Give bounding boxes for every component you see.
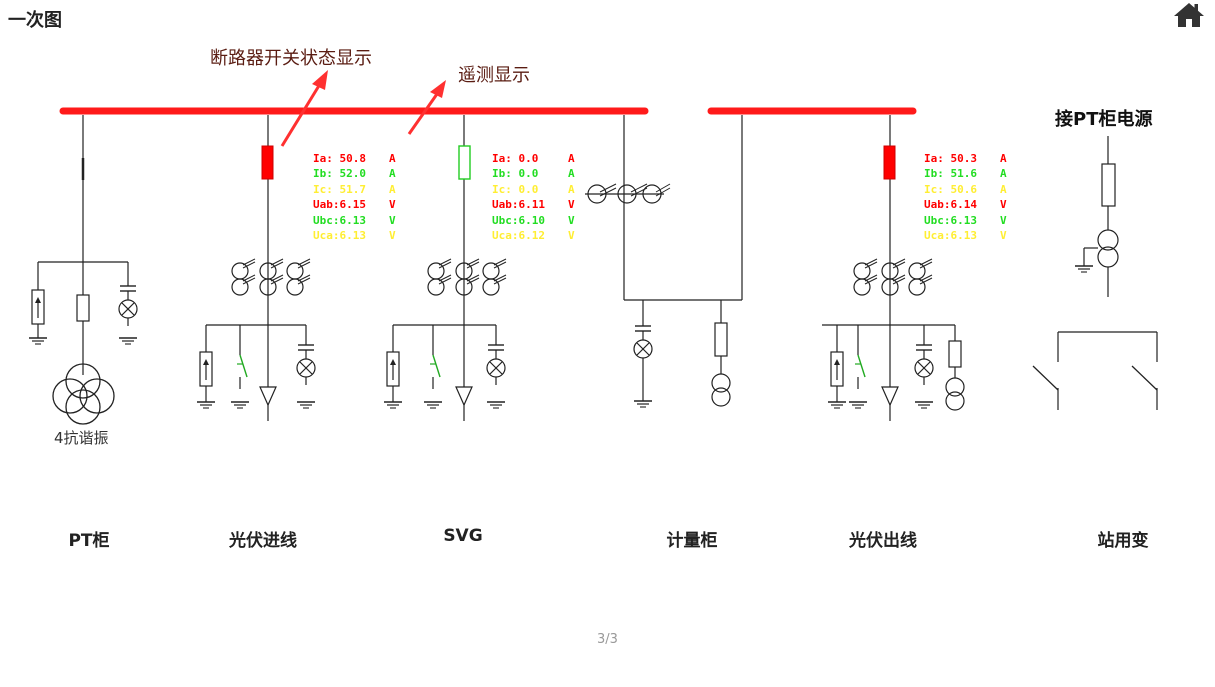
- meas-ic: Ic: 0.0: [492, 182, 539, 196]
- meas-ic-unit: A: [1000, 182, 1007, 196]
- home-icon[interactable]: [1172, 0, 1206, 30]
- meas-ia-unit: A: [1000, 152, 1007, 165]
- pt-cabinet-circuit: [28, 115, 138, 425]
- page-indicator: 3/3: [597, 632, 618, 647]
- label-pt-source: 接PT柜电源: [1055, 109, 1153, 130]
- meas-ic: Ic: 50.6: [924, 182, 977, 196]
- meas-ia-unit: A: [568, 152, 575, 165]
- annotation-breaker-status: 断路器开关状态显示: [210, 48, 372, 69]
- cabinet-label-pv-in: 光伏进线: [229, 531, 297, 551]
- label-harmonic: 4抗谐振: [54, 429, 109, 447]
- meas-ib-unit: A: [1000, 167, 1007, 181]
- meas-ubc-unit: V: [389, 213, 396, 227]
- meas-uca-unit: V: [568, 228, 575, 242]
- meas-uab: Uab:6.15: [313, 198, 366, 212]
- annotation-telemetry: 遥测显示: [458, 65, 530, 86]
- meas-ic-unit: A: [568, 182, 575, 196]
- metering-circuit: [585, 115, 743, 408]
- meas-uab-unit: V: [389, 198, 396, 212]
- meas-ia: Ia: 0.0: [492, 152, 539, 165]
- meas-uca-unit: V: [389, 228, 396, 242]
- meas-uca: Uca:6.13: [313, 228, 366, 242]
- meas-ib-unit: A: [389, 167, 396, 181]
- meas-uab-unit: V: [568, 198, 575, 212]
- cabinet-label-metering: 计量柜: [666, 531, 718, 551]
- meas-ubc-unit: V: [568, 213, 575, 227]
- svg-circuit: [383, 115, 507, 421]
- breaker-pv-out: [883, 145, 896, 180]
- meas-uab-unit: V: [1000, 198, 1007, 212]
- meas-uca: Uca:6.12: [492, 228, 545, 242]
- meas-uab: Uab:6.11: [492, 198, 545, 212]
- meas-ubc: Ubc:6.13: [313, 213, 366, 227]
- meas-ia: Ia: 50.8: [313, 152, 366, 165]
- annotation-arrow-breaker: [280, 70, 328, 147]
- meas-ubc: Ubc:6.10: [492, 213, 545, 227]
- meas-ubc: Ubc:6.13: [924, 213, 977, 227]
- meas-ic: Ic: 51.7: [313, 182, 366, 196]
- page-title: 一次图: [8, 10, 62, 31]
- meas-ia-unit: A: [389, 152, 396, 165]
- pv-in-circuit: [196, 115, 316, 421]
- breaker-svg: [458, 145, 471, 180]
- meas-ib-unit: A: [568, 167, 575, 181]
- pv-out-circuit: [822, 115, 965, 421]
- meas-uab: Uab:6.14: [924, 198, 977, 212]
- cabinet-label-svg: SVG: [443, 526, 483, 546]
- meas-ic-unit: A: [389, 182, 396, 196]
- station-circuit: [1032, 136, 1158, 410]
- cabinet-label-station: 站用变: [1097, 531, 1149, 551]
- cabinet-label-pv-out: 光伏出线: [849, 531, 917, 551]
- meas-ib: Ib: 0.0: [492, 167, 539, 181]
- breaker-pv-in: [261, 145, 274, 180]
- meas-ib: Ib: 51.6: [924, 167, 977, 181]
- meas-ib: Ib: 52.0: [313, 167, 366, 181]
- metering-ct: [587, 183, 671, 204]
- annotation-arrow-telemetry: [407, 80, 446, 135]
- meas-uca-unit: V: [1000, 228, 1007, 242]
- meas-uca: Uca:6.13: [924, 228, 977, 242]
- resonance-transformer: [52, 363, 115, 425]
- meas-ia: Ia: 50.3: [924, 152, 977, 165]
- meas-ubc-unit: V: [1000, 213, 1007, 227]
- cabinet-label-pt: PT柜: [68, 531, 110, 551]
